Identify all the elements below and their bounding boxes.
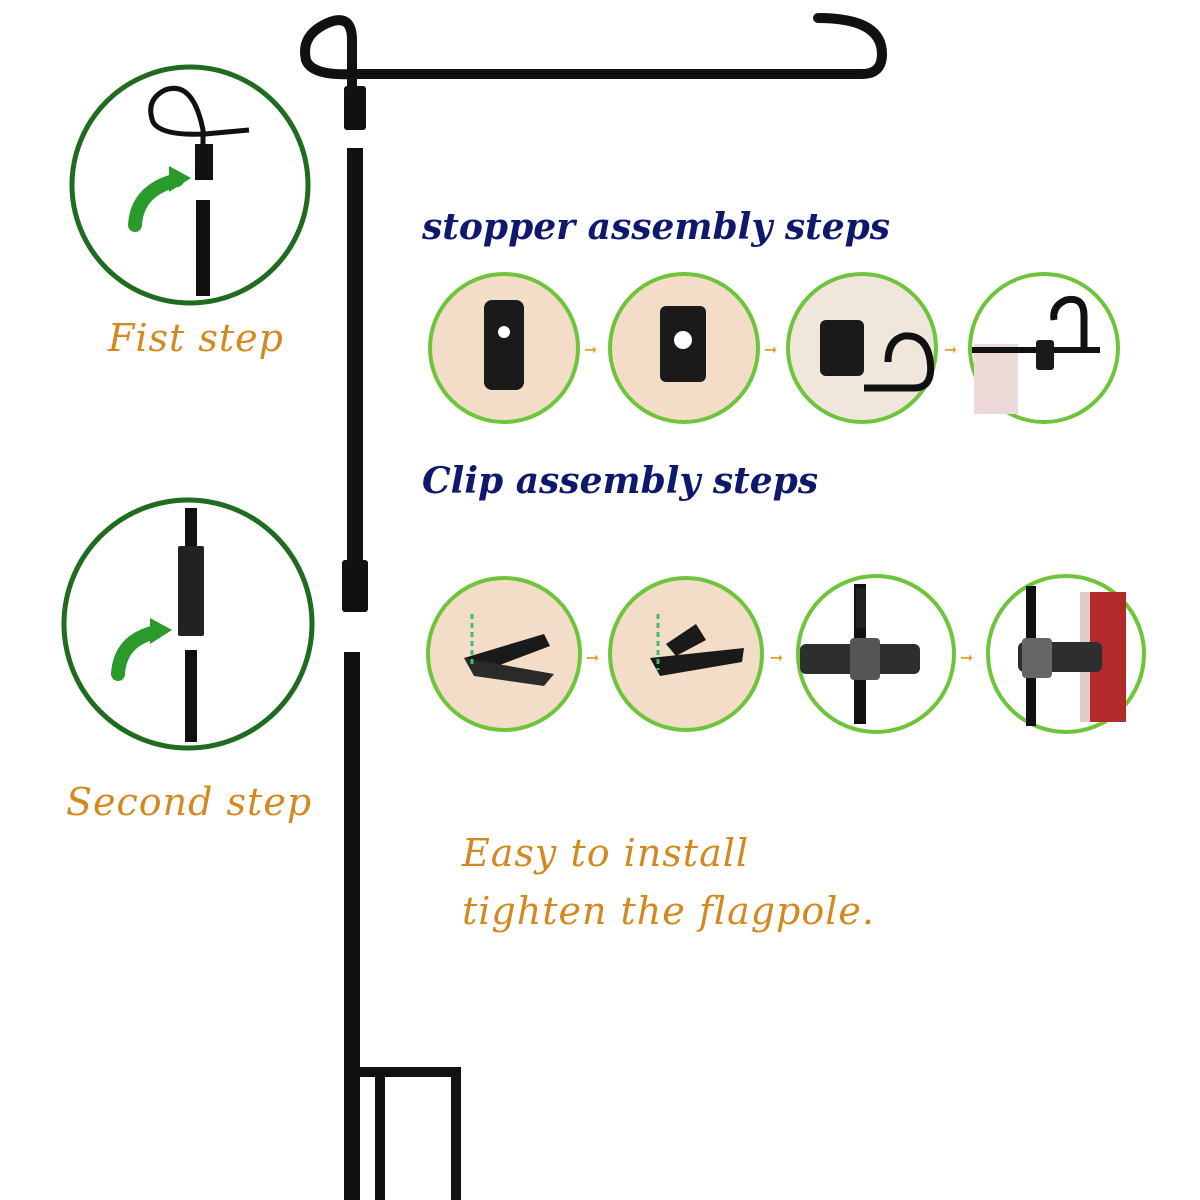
clip-step-3-circle <box>796 574 956 734</box>
stopper-step-1-circle <box>428 272 580 424</box>
first-step-caption: Fist step <box>108 316 284 360</box>
pole-top-hook <box>300 13 888 91</box>
install-line-2: tighten the flagpole. <box>462 889 875 933</box>
curved-arrow-icon <box>111 618 172 681</box>
stopper-step-3-circle <box>786 272 938 424</box>
stopper-step-2-circle <box>608 272 760 424</box>
clip-step-4-circle <box>986 574 1146 734</box>
pole-ground-stake <box>352 1067 461 1200</box>
clip-step-2-circle <box>608 576 764 732</box>
arrow-right-icon: ➞ <box>586 648 600 667</box>
arrow-right-icon: ➞ <box>960 648 974 667</box>
arrow-right-icon: ➞ <box>944 340 958 359</box>
pole-joint <box>342 560 368 612</box>
install-line-1: Easy to install <box>462 831 750 875</box>
clip-step-1-circle <box>426 576 582 732</box>
pole-upper-segment <box>347 148 363 568</box>
arrow-right-icon: ➞ <box>764 340 778 359</box>
second-step-circle <box>61 497 315 751</box>
clip-assembly-title: Clip assembly steps <box>422 460 819 502</box>
pole-lower-segment <box>344 652 360 1200</box>
loop-wire <box>148 86 250 150</box>
pole-upper-cap <box>344 86 366 130</box>
second-step-caption: Second step <box>66 780 313 824</box>
first-step-circle <box>69 64 311 306</box>
stopper-assembly-title: stopper assembly steps <box>422 206 891 248</box>
curved-arrow-icon <box>128 166 191 232</box>
arrow-right-icon: ➞ <box>770 648 784 667</box>
arrow-right-icon: ➞ <box>584 340 598 359</box>
stopper-step-4-circle <box>968 272 1120 424</box>
